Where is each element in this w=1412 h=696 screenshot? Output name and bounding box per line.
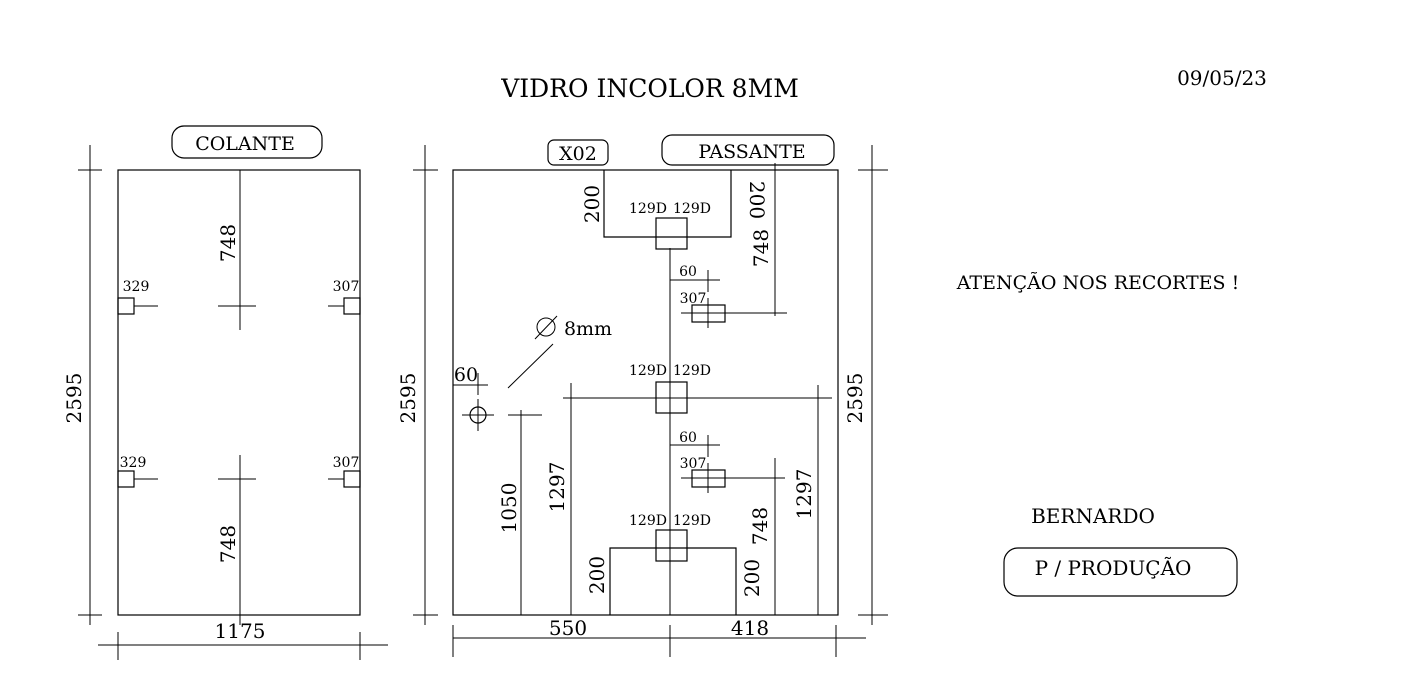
hole-top-left bbox=[117, 297, 135, 315]
top-hinge-right: 129D bbox=[673, 201, 711, 217]
right-width-left: 550 bbox=[549, 616, 587, 640]
dim-1050: 1050 bbox=[497, 483, 521, 534]
bottom-748: 748 bbox=[748, 507, 772, 545]
left-top-748: 748 bbox=[216, 224, 240, 262]
panel-code: X02 bbox=[559, 143, 597, 165]
right-height-dim-right: 2595 bbox=[843, 373, 867, 424]
destination-box bbox=[1003, 547, 1238, 597]
cutout-warning: ATENÇÃO NOS RECORTES ! bbox=[956, 272, 1239, 294]
right-width-right: 418 bbox=[731, 616, 769, 640]
bottom-hinge-right: 129D bbox=[673, 513, 711, 529]
bottom-hinge-left: 129D bbox=[629, 513, 667, 529]
hole-offset-60: 60 bbox=[454, 364, 478, 386]
bottom-notch-right-200: 200 bbox=[740, 559, 764, 597]
top-307: 307 bbox=[680, 291, 707, 307]
diameter-icon-slash bbox=[534, 315, 558, 340]
hole-top-left-label: 329 bbox=[123, 279, 150, 295]
mid-hinge-cutout bbox=[655, 381, 688, 414]
hole-top-right bbox=[343, 297, 361, 315]
top-hinge-left: 129D bbox=[629, 201, 667, 217]
bottom-notch bbox=[609, 547, 737, 615]
hole-leader bbox=[507, 343, 554, 389]
hole-bottom-left bbox=[117, 470, 135, 488]
left-panel-outline bbox=[117, 169, 361, 616]
bottom-307: 307 bbox=[680, 456, 707, 472]
top-notch-left-200: 200 bbox=[580, 185, 604, 223]
dim-1297-right: 1297 bbox=[792, 469, 816, 520]
hole-top-right-label: 307 bbox=[333, 279, 360, 295]
passante-label: PASSANTE bbox=[698, 141, 805, 163]
mid-hinge-left: 129D bbox=[629, 363, 667, 379]
mid-hinge-right: 129D bbox=[673, 363, 711, 379]
destination-label: P / PRODUÇÃO bbox=[1035, 556, 1192, 580]
left-bottom-748: 748 bbox=[216, 525, 240, 563]
drawing-date: 09/05/23 bbox=[1177, 66, 1267, 90]
bottom-60: 60 bbox=[679, 430, 697, 446]
author-name: BERNARDO bbox=[1031, 504, 1155, 528]
bottom-hinge-cutout bbox=[655, 529, 688, 562]
top-notch bbox=[603, 170, 732, 238]
colante-label: COLANTE bbox=[195, 133, 295, 155]
top-748: 748 bbox=[749, 229, 773, 267]
bottom-notch-left-200: 200 bbox=[585, 556, 609, 594]
hole-bottom-right-label: 307 bbox=[333, 455, 360, 471]
top-hinge-cutout bbox=[655, 217, 688, 250]
drawing-title: VIDRO INCOLOR 8MM bbox=[500, 74, 799, 103]
dim-1297-left: 1297 bbox=[545, 462, 569, 513]
hole-bottom-right bbox=[343, 470, 361, 488]
colante-label-box bbox=[171, 125, 323, 159]
passante-label-box bbox=[661, 134, 835, 166]
left-height-dim: 2595 bbox=[62, 373, 86, 424]
top-60: 60 bbox=[679, 264, 697, 280]
right-panel-outline bbox=[452, 169, 839, 616]
right-glass-panel: X02 PASSANTE 2595 2595 550 418 200 200 1… bbox=[396, 134, 888, 657]
diameter-icon bbox=[536, 317, 556, 337]
hole-diameter: 8mm bbox=[564, 318, 612, 340]
left-glass-panel: COLANTE 2595 1175 748 748 329 307 329 30… bbox=[62, 125, 388, 660]
code-label-box bbox=[547, 139, 609, 166]
right-height-dim-left: 2595 bbox=[396, 373, 420, 424]
top-notch-right-200: 200 bbox=[745, 181, 769, 219]
hole-bottom-left-label: 329 bbox=[120, 455, 147, 471]
